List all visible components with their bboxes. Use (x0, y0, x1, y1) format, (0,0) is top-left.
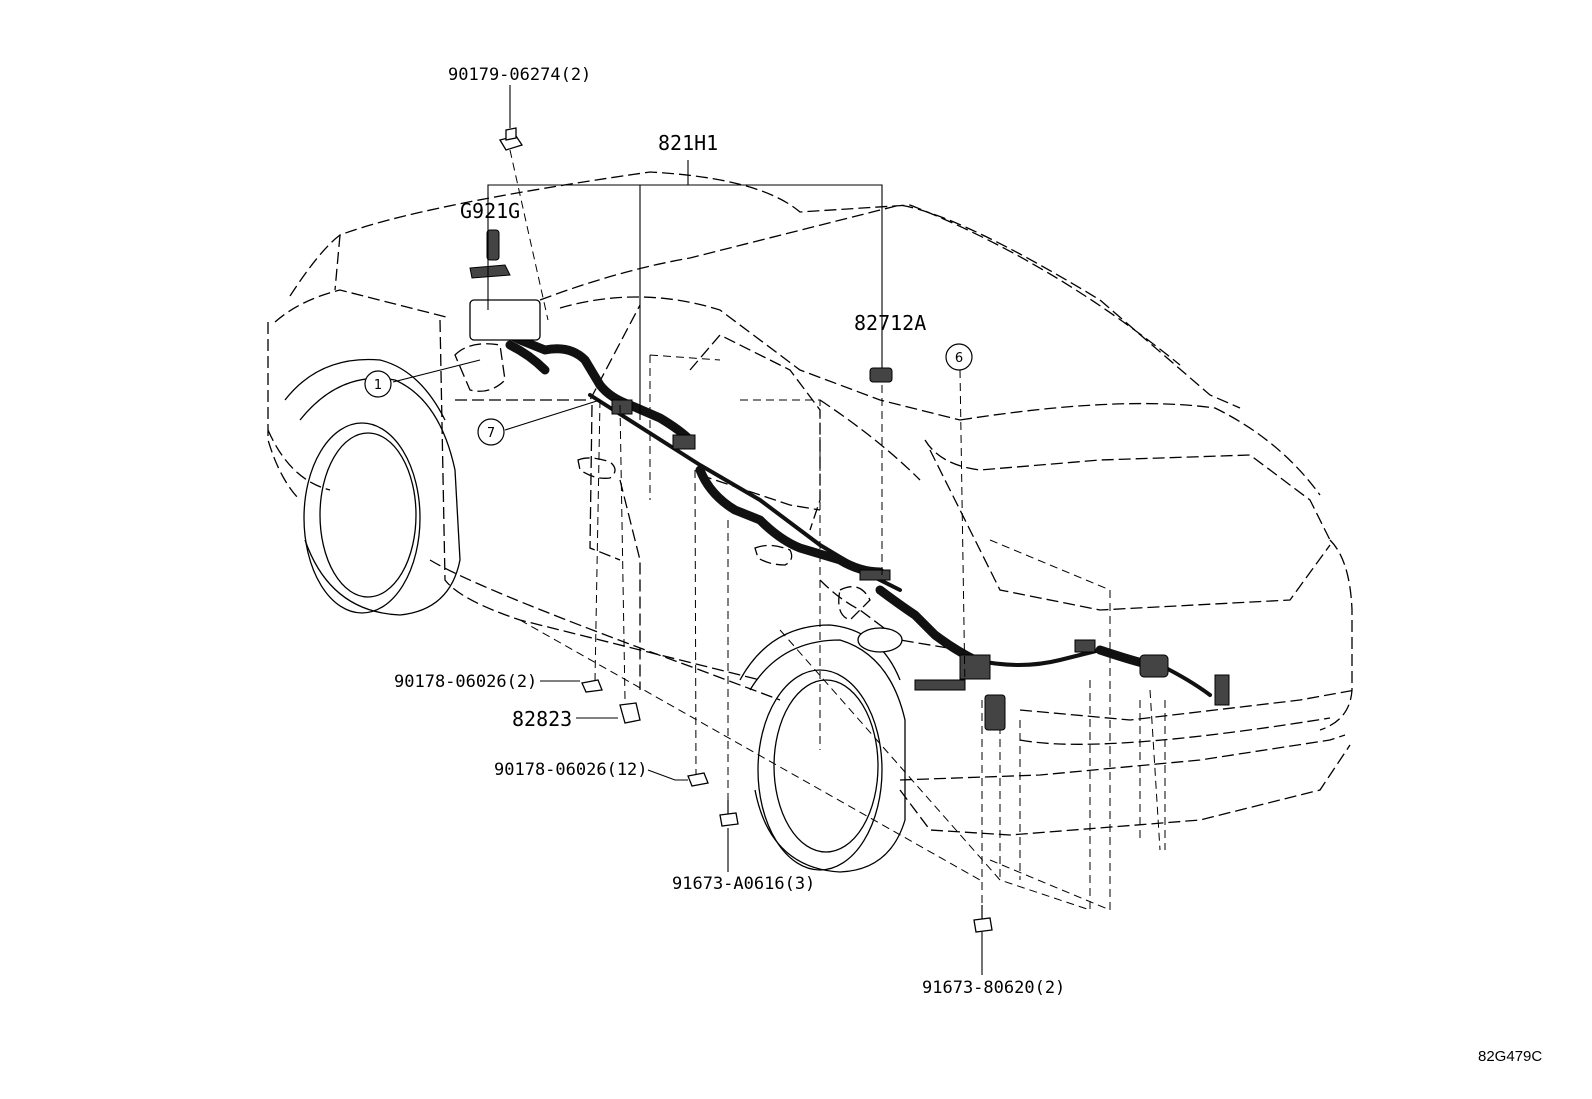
diagram-code: 82G479C (1478, 1048, 1542, 1065)
clamp-b (672, 434, 696, 450)
connector-82712a (869, 367, 893, 383)
label-g921g: G921G (460, 199, 520, 223)
grommet (857, 627, 903, 653)
label-90178-06026-a: 90178-06026(2) (394, 672, 537, 692)
fastener-90178-nut-a (581, 679, 603, 693)
bolt-91673-a (719, 800, 739, 827)
label-90179-06274: 90179-06274(2) (448, 65, 591, 85)
callout-6-number: 6 (955, 351, 963, 366)
rear-module (984, 694, 1006, 731)
label-82712a: 82712A (854, 311, 926, 335)
connector-rear-c (1214, 674, 1230, 706)
vehicle-body-outline (267, 171, 1356, 911)
clip-82823 (619, 702, 641, 724)
clamp-rear (1074, 639, 1096, 653)
leader-lines (392, 85, 983, 975)
g921g-bracket (486, 229, 500, 261)
label-91673-80620: 91673-80620(2) (922, 978, 1065, 998)
fastener-90178-nut-b (687, 772, 709, 787)
fastener-90179-nut (498, 127, 524, 151)
rear-wheel (739, 624, 906, 873)
clamp-c (859, 569, 891, 581)
callout-7: 7 (477, 418, 505, 446)
callout-1: 1 (364, 370, 392, 398)
bracket-rear (914, 679, 966, 691)
g921g-bracket-base (469, 264, 511, 279)
clamp-a (611, 399, 633, 415)
callout-7-number: 7 (487, 426, 495, 441)
connector-rear-b (1139, 654, 1169, 678)
label-91673-a0616: 91673-A0616(3) (672, 874, 815, 894)
label-82823: 82823 (512, 707, 572, 731)
label-90178-06026-b: 90178-06026(12) (494, 760, 648, 780)
callout-1-number: 1 (374, 378, 382, 393)
front-junction-block (469, 299, 541, 341)
callout-6: 6 (945, 343, 973, 371)
label-821h1: 821H1 (658, 131, 718, 155)
bolt-91673-b (973, 905, 993, 933)
front-wheel (284, 358, 461, 616)
